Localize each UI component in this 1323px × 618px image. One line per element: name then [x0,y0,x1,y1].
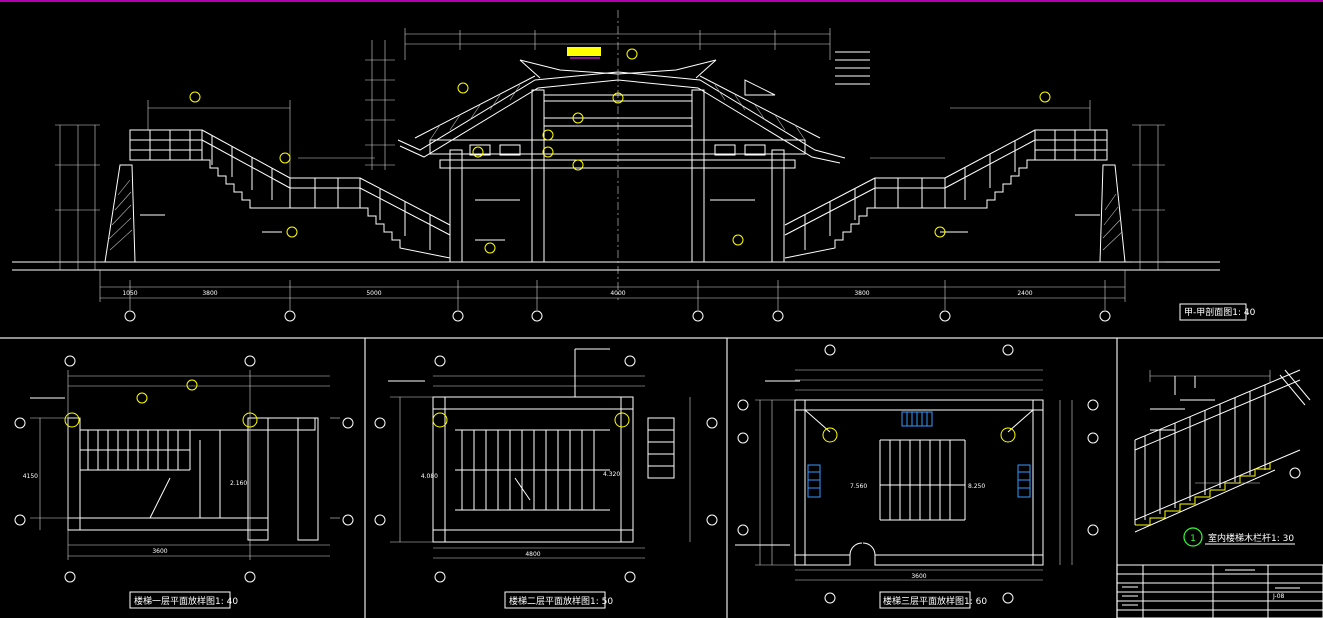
top-accent-bar [0,0,1323,2]
railing-detail [1134,369,1311,547]
section-dim-f: 2400 [1017,290,1032,297]
section-dim-d: 4000 [610,290,625,297]
plan-3-title: 楼梯三层平面放样图1: 60 [883,595,987,607]
plan-1-level: 2.160 [230,480,247,487]
plan-1 [14,355,354,609]
section-title: 甲-甲剖面图1: 40 [1184,306,1256,318]
plan-1-width: 3600 [152,548,167,555]
plan-2-width: 4800 [525,551,540,558]
section-dim-a: 1050 [122,290,137,297]
detail-title: 室内楼梯木栏杆1: 30 [1208,532,1294,544]
title-block [1116,564,1323,618]
section-dim-b: 3800 [202,290,217,297]
sheet-number: J-08 [1272,593,1285,600]
section-view [12,10,1247,322]
plan-3-level-left: 7.560 [850,483,867,490]
plan-1-title: 楼梯一层平面放样图1: 40 [134,595,238,607]
plan-2 [374,348,718,609]
plan-2-title: 楼梯二层平面放样图1: 50 [509,595,613,607]
highlight-marker [567,47,601,56]
section-dim-c: 5000 [366,290,381,297]
plan-1-depth: 4150 [23,473,38,480]
plan-3-width: 3600 [911,573,926,580]
section-dim-e: 3800 [854,290,869,297]
detail-marker-icon [1183,527,1203,547]
plan-3-level-right: 8.250 [968,483,985,490]
plan-2-level-right: 4.320 [603,471,620,478]
plan-3 [735,344,1099,609]
detail-number: 1 [1190,534,1196,544]
plan-2-level-left: 4.080 [421,473,438,480]
